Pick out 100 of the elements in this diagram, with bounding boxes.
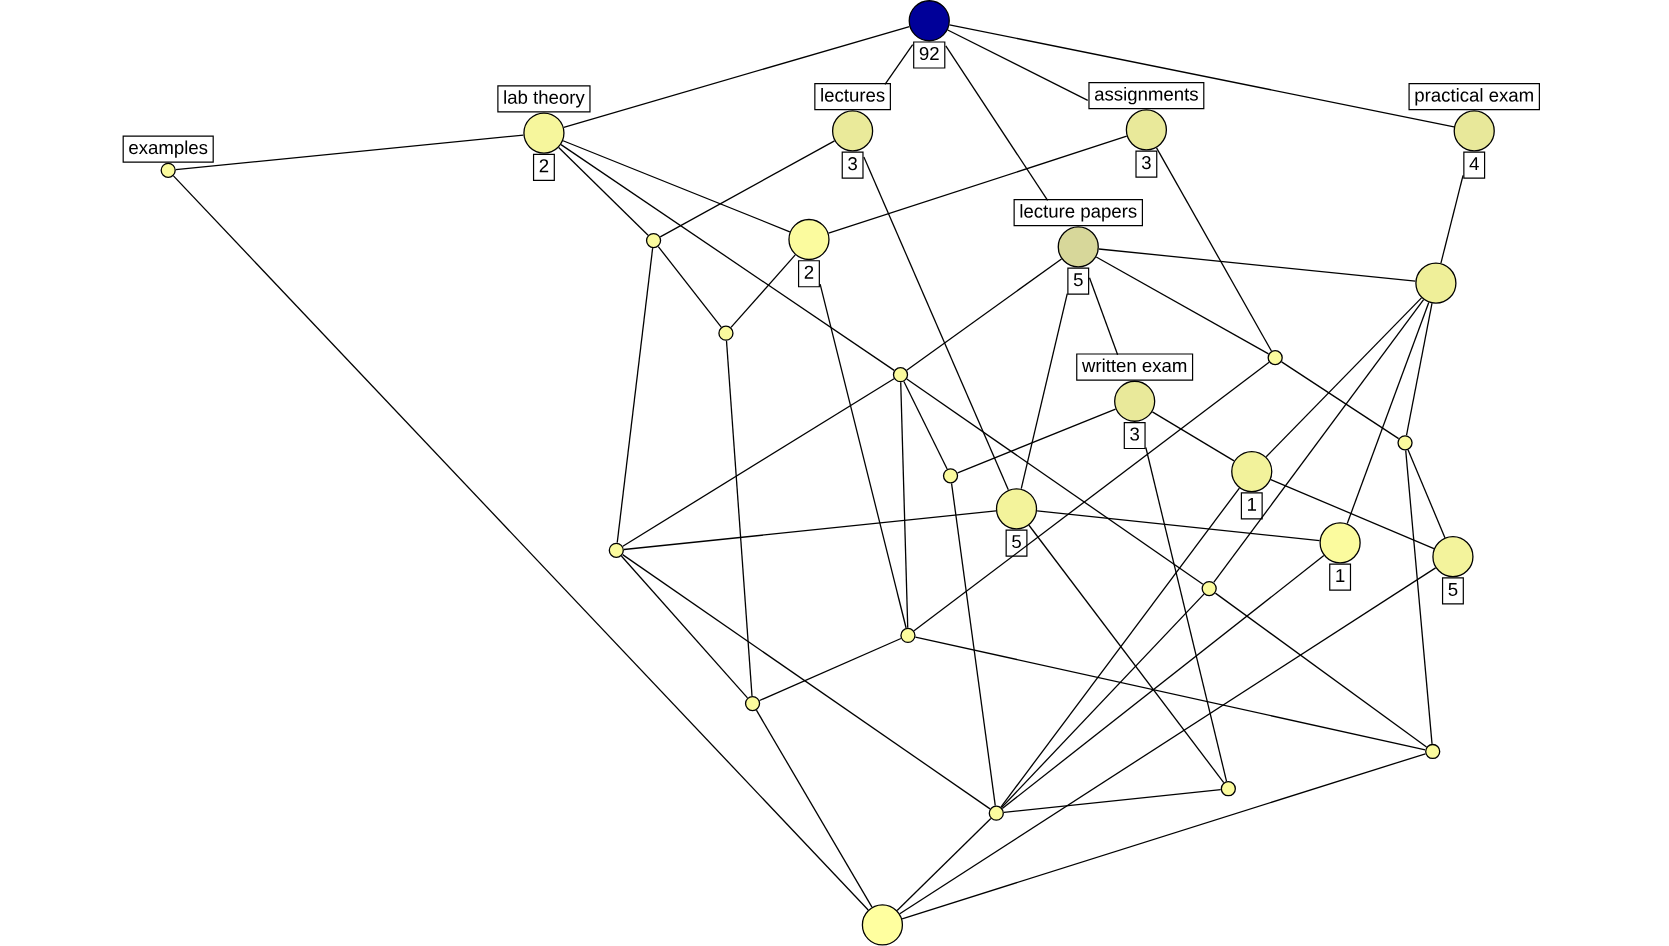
connector-line bbox=[863, 156, 1009, 491]
node-circle bbox=[995, 488, 1038, 530]
node-circle bbox=[788, 218, 830, 261]
connector-line bbox=[560, 143, 895, 371]
node-circle bbox=[744, 695, 761, 712]
connector-line bbox=[622, 378, 895, 547]
node-circle bbox=[942, 468, 959, 484]
connector-line bbox=[1000, 593, 1205, 809]
connector-line bbox=[914, 636, 1426, 751]
node-circle bbox=[1319, 522, 1361, 564]
connector-line bbox=[172, 175, 869, 911]
connector-line bbox=[884, 43, 914, 86]
connector-line bbox=[950, 482, 996, 807]
connector-line bbox=[1270, 478, 1435, 550]
connector-line bbox=[1265, 297, 1423, 458]
count-label: 5 bbox=[1441, 577, 1464, 605]
node-circle bbox=[645, 232, 662, 249]
node-circle bbox=[1125, 109, 1168, 151]
node-circle bbox=[1425, 743, 1441, 760]
node-circle bbox=[908, 0, 950, 42]
connector-line bbox=[725, 340, 753, 697]
connector-line bbox=[1000, 487, 1241, 808]
connector-line bbox=[558, 146, 649, 236]
attribute-label: examples bbox=[122, 135, 214, 163]
connector-line bbox=[563, 25, 911, 128]
attribute-label: lab theory bbox=[497, 85, 591, 113]
node-circle bbox=[892, 367, 909, 383]
node-circle bbox=[1057, 226, 1099, 268]
node-circle bbox=[718, 325, 734, 341]
connector-line bbox=[899, 567, 1437, 915]
count-label: 3 bbox=[1123, 421, 1146, 450]
connector-line bbox=[903, 380, 948, 470]
connector-line bbox=[1405, 449, 1433, 745]
connector-line bbox=[620, 555, 749, 699]
node-circle bbox=[1220, 781, 1236, 797]
connector-line bbox=[957, 408, 1117, 474]
connector-line bbox=[1028, 524, 1225, 784]
connector-line bbox=[758, 637, 902, 702]
node-circle bbox=[1231, 450, 1273, 493]
connector-line bbox=[657, 245, 722, 328]
node-circle bbox=[861, 904, 904, 946]
connector-line bbox=[1405, 302, 1433, 436]
node-circle bbox=[1397, 435, 1413, 451]
connector-line bbox=[906, 258, 1063, 371]
connector-line bbox=[1151, 411, 1235, 462]
connector-line bbox=[1346, 301, 1430, 525]
connector-line bbox=[1213, 299, 1425, 584]
connector-line bbox=[945, 45, 1049, 202]
connector-line bbox=[1020, 292, 1068, 490]
count-label: 3 bbox=[841, 151, 864, 179]
node-circle bbox=[1415, 262, 1457, 304]
attribute-label: practical exam bbox=[1408, 83, 1540, 111]
node-circle bbox=[1267, 350, 1283, 366]
connector-line bbox=[730, 254, 796, 329]
connector-line bbox=[755, 709, 873, 908]
connector-line bbox=[1440, 174, 1464, 264]
attribute-label: lectures bbox=[814, 83, 891, 111]
count-label: 2 bbox=[532, 153, 555, 181]
attribute-label: lecture papers bbox=[1013, 199, 1143, 227]
connector-line bbox=[1155, 147, 1273, 352]
connector-line bbox=[1088, 277, 1119, 356]
count-label: 1 bbox=[1329, 563, 1352, 591]
node-circle bbox=[1453, 110, 1495, 152]
connector-line bbox=[947, 29, 1089, 102]
connector-line bbox=[1280, 361, 1400, 440]
connector-line bbox=[819, 283, 907, 629]
connector-line bbox=[1036, 510, 1321, 542]
count-label: 3 bbox=[1135, 150, 1158, 178]
connector-line bbox=[659, 140, 836, 238]
connector-line bbox=[621, 554, 991, 810]
node-circle bbox=[900, 627, 916, 644]
connector-line bbox=[900, 381, 909, 629]
node-circle bbox=[160, 162, 176, 178]
node-circle bbox=[831, 110, 874, 152]
connector-line bbox=[913, 361, 1270, 632]
connector-line bbox=[827, 135, 1128, 234]
connector-line bbox=[1145, 446, 1228, 782]
node-circle bbox=[1432, 536, 1474, 578]
connector-line bbox=[616, 247, 654, 544]
connector-line bbox=[623, 510, 997, 551]
connector-line bbox=[1407, 449, 1446, 539]
count-label: 2 bbox=[798, 260, 820, 288]
attribute-label: assignments bbox=[1088, 82, 1205, 110]
connector-line bbox=[896, 817, 992, 912]
connector-line bbox=[906, 378, 1204, 585]
connector-line bbox=[1001, 554, 1325, 810]
connector-line bbox=[948, 24, 1455, 128]
connector-line bbox=[175, 134, 525, 171]
connector-line bbox=[1095, 256, 1270, 355]
node-circle bbox=[608, 542, 624, 558]
connector-line bbox=[1003, 788, 1222, 814]
connector-line bbox=[1214, 592, 1428, 748]
node-circle bbox=[988, 805, 1004, 821]
connector-line bbox=[901, 753, 1427, 920]
count-label: 92 bbox=[913, 41, 946, 69]
count-label: 1 bbox=[1240, 492, 1263, 520]
node-circle bbox=[1201, 580, 1217, 597]
connector-line bbox=[1098, 248, 1416, 282]
attribute-label: written exam bbox=[1076, 353, 1194, 381]
connector-line bbox=[562, 140, 791, 233]
